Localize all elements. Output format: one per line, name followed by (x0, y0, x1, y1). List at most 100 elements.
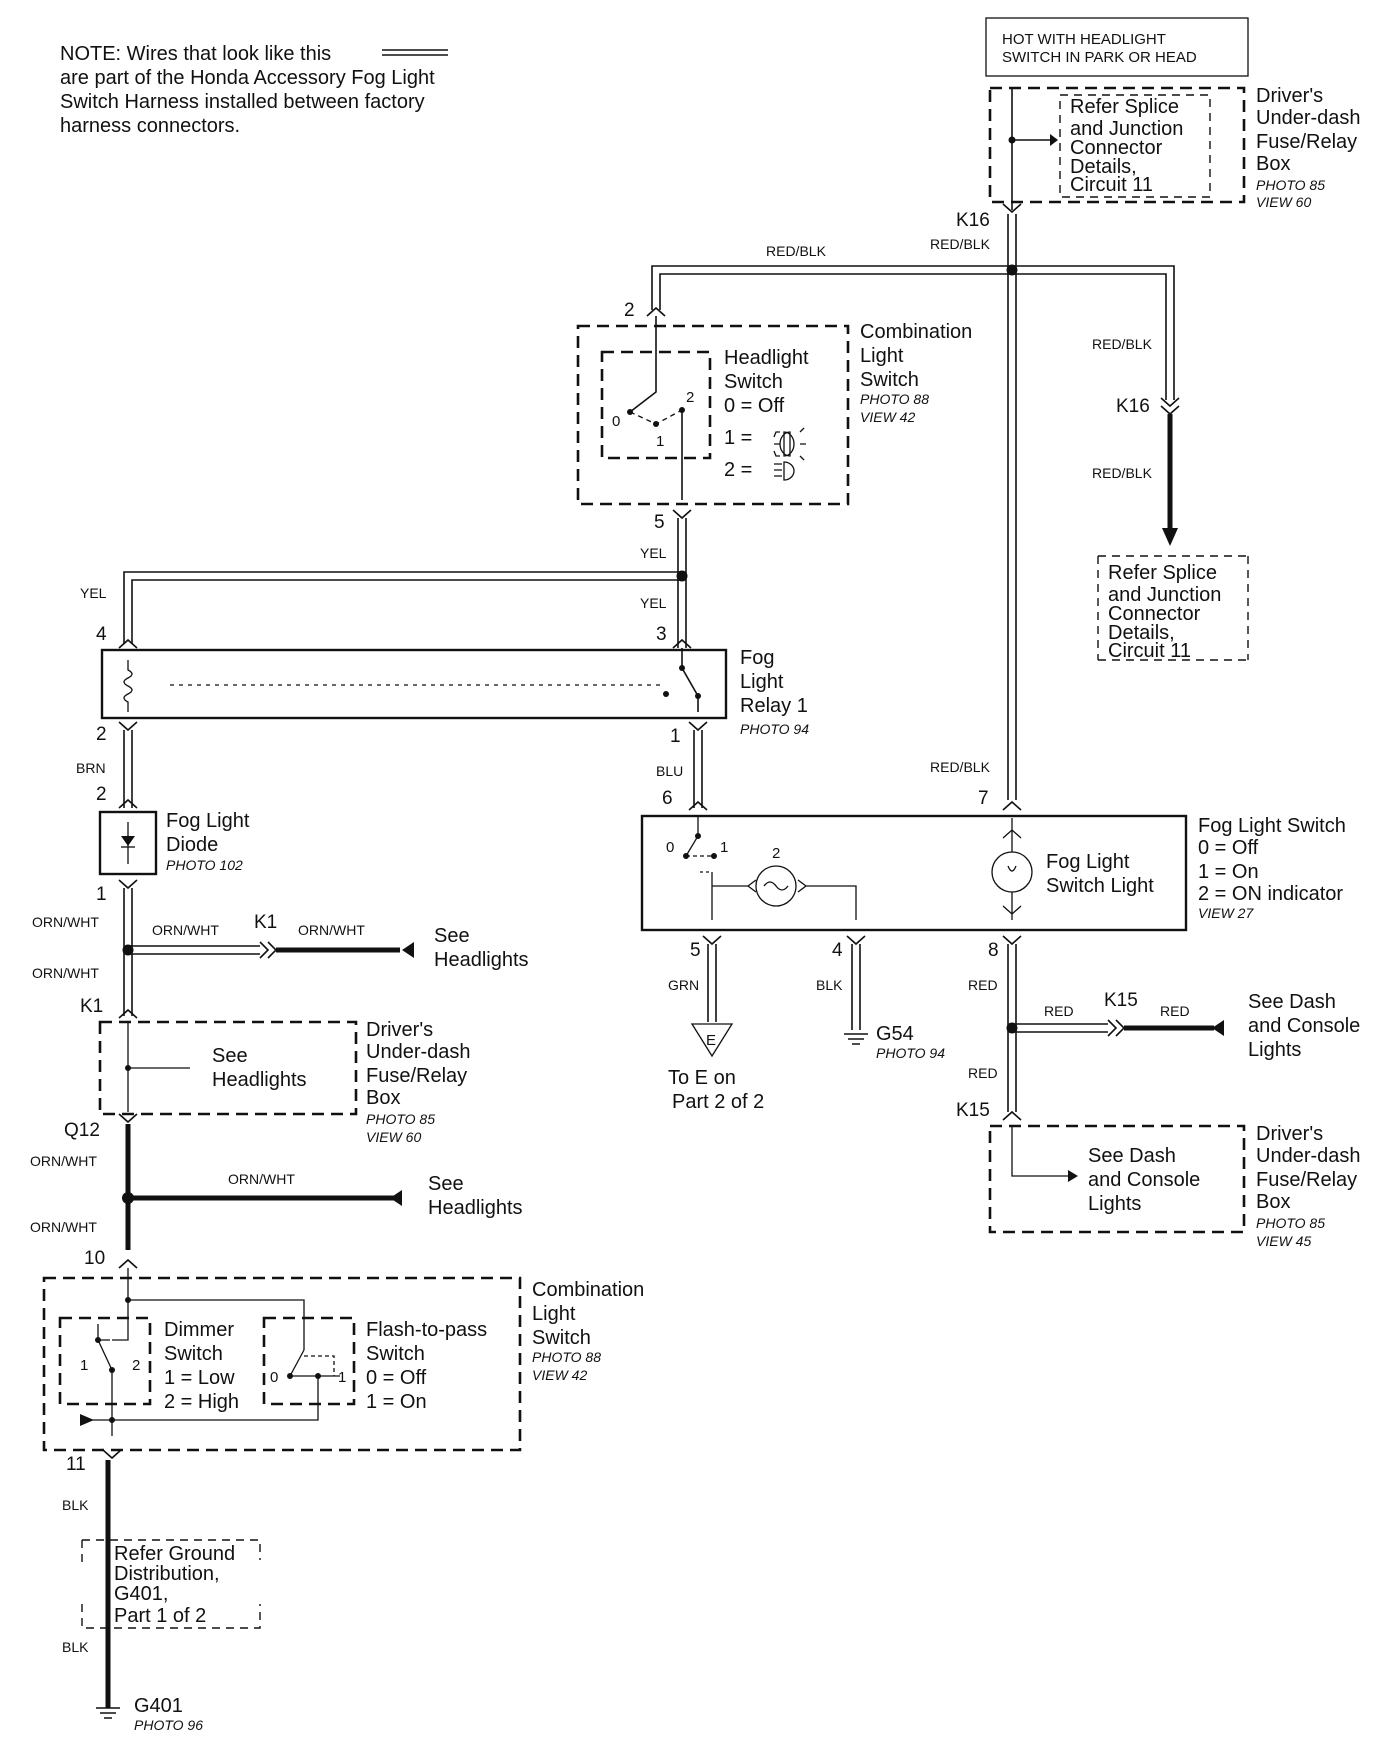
wires-red-text: RED (968, 977, 998, 993)
pins-cls-2-text: 2 (624, 300, 635, 321)
grn-to-e: 5 GRN E To E on Part 2 of 2 (668, 935, 764, 1113)
wires-blk-text: BLK (62, 1639, 89, 1655)
fuse-box-right-inner-2-text: Lights (1088, 1193, 1141, 1215)
combo-bottom-flash-1-text: Switch (366, 1343, 425, 1365)
pins-fls-6-text: 6 (662, 788, 673, 809)
hot-box: HOT WITH HEADLIGHT SWITCH IN PARK OR HEA… (985, 17, 1249, 77)
connectors-k16-top-text: K16 (956, 210, 990, 231)
combo-switch-label-0-text: Combination (860, 321, 972, 343)
connectors-k1-left-text: K1 (80, 996, 103, 1017)
combo-switch-label-1-text: Light (860, 345, 904, 367)
fuse-box-top-label-1-text: Under-dash (1256, 107, 1361, 129)
combo-bottom-dimmer-2-text: 1 = Low (164, 1367, 235, 1389)
connectors-k16-right-text: K16 (1116, 396, 1150, 417)
note-line-1: NOTE: Wires that look like this (60, 43, 331, 65)
note-line-4: harness connectors. (60, 115, 240, 137)
fog-switch-view-text: VIEW 27 (1198, 905, 1254, 921)
fuse-box-right-inner-0-text: See Dash (1088, 1145, 1176, 1167)
wires-orn-wht-text: ORN/WHT (30, 1219, 97, 1235)
pins-relay-3-text: 3 (656, 624, 667, 645)
right-ref-0-text: Refer Splice (1108, 562, 1217, 584)
fuse-box-top-photo-text: PHOTO 85 (1256, 177, 1325, 193)
fuse-box-top-view-text: VIEW 60 (1256, 194, 1311, 210)
wires-yel-text: YEL (640, 545, 667, 561)
note-line-3: Switch Harness installed between factory (60, 91, 425, 113)
ground-g401: BLK Refer Ground Distribution, G401, Par… (62, 1460, 261, 1733)
fuse-box-left: See Headlights Driver's Under-dash Fuse/… (64, 1019, 471, 1145)
ground-ref-2-text: G401, (114, 1583, 168, 1605)
fog-switch-pos-1-text: 1 (720, 839, 728, 856)
wires-brn-text: BRN (76, 760, 106, 776)
g54-name-text: G54 (876, 1023, 914, 1045)
ground-ref-3-text: Part 1 of 2 (114, 1605, 206, 1627)
fog-relay-photo-text: PHOTO 94 (740, 721, 809, 737)
fuse-box-left-inner-1-text: Headlights (212, 1069, 307, 1091)
see-dash-1-text: and Console (1248, 1015, 1360, 1037)
wires-orn-wht-text: ORN/WHT (32, 914, 99, 930)
fuse-box-left-label-0-text: Driver's (366, 1019, 433, 1041)
wires-red-blk-text: RED/BLK (1092, 465, 1153, 481)
red-blk-bus: K16 RED/BLK RED/BLK RED/BLK K16 RED/BLK (651, 88, 1180, 800)
pins-dim-10-text: 10 (84, 1248, 105, 1269)
wires-red-blk-text: RED/BLK (766, 243, 827, 259)
fog-switch-pos-0-text: 0 (666, 839, 674, 856)
fog-light-switch: 0 1 2 Fog Light Switch Light Fog Light S… (640, 814, 1346, 932)
ground-e-text-0-text: To E on (668, 1067, 736, 1089)
combo-switch-pos-0-text: 0 (612, 413, 620, 430)
see-headlights-0-text: See (428, 1173, 464, 1195)
combo-switch-pos-1-text: 1 (656, 433, 664, 450)
fuse-box-right-inner-1-text: and Console (1088, 1169, 1200, 1191)
fuse-box-top-ref-1-text: and Junction (1070, 118, 1183, 140)
fuse-box-top-label-3-text: Box (1256, 153, 1290, 175)
see-headlights-1-text: Headlights (428, 1197, 523, 1219)
connectors-k15-text: K15 (1104, 990, 1138, 1011)
combo-bottom-dim-pos-1-text: 2 (132, 1357, 140, 1374)
combo-bottom-flash-pos-1-text: 1 (338, 1369, 346, 1386)
wires-red-blk-text: RED/BLK (1092, 336, 1153, 352)
g54-ground: 4 BLK G54 PHOTO 94 (816, 935, 945, 1061)
fog-diode-label-1-text: Diode (166, 834, 218, 856)
combo-bottom-dimmer-0-text: Dimmer (164, 1319, 234, 1341)
wires-yel-text: YEL (640, 595, 667, 611)
combo-switch-headlight-0-text: Headlight (724, 347, 809, 369)
wires-red-text: RED (968, 1065, 998, 1081)
blu-wire: BLU 6 RED/BLK 7 (656, 730, 1022, 811)
pins-fls-5-text: 5 (690, 940, 701, 961)
right-ref-3-text: Details, (1108, 622, 1175, 644)
g401-photo-text: PHOTO 96 (134, 1717, 203, 1733)
wires-orn-wht-text: ORN/WHT (30, 1153, 97, 1169)
fuse-box-top: Refer Splice and Junction Connector Deta… (988, 85, 1361, 210)
pins-dim-11-text: 11 (66, 1454, 86, 1475)
fog-diode-label-0-text: Fog Light (166, 810, 250, 832)
see-headlights-1-text: Headlights (434, 949, 529, 971)
combination-switch-bottom: 1 2 0 1 Dimmer Switch 1 = Low 2 = High F… (42, 1268, 644, 1475)
combo-switch-headlight-4-text: 2 = (724, 459, 752, 481)
combination-switch-top: 2 0 1 2 Headlight Switch 0 = Off 1 = 2 =… (576, 300, 972, 533)
fog-relay-label-2-text: Relay 1 (740, 695, 808, 717)
fuse-box-left-view-text: VIEW 60 (366, 1129, 421, 1145)
fog-diode-photo-text: PHOTO 102 (166, 857, 243, 873)
yel-wires: YEL YEL YEL (80, 518, 688, 648)
fuse-box-left-label-1-text: Under-dash (366, 1041, 471, 1063)
ground-e-text-1-text: Part 2 of 2 (672, 1091, 764, 1113)
combo-bottom-photo-text: PHOTO 88 (532, 1349, 601, 1365)
parking-light-icon (773, 427, 806, 461)
fuse-box-top-ref-0-text: Refer Splice (1070, 96, 1179, 118)
fog-light-diode: BRN 2 Fog Light Diode PHOTO 102 1 (76, 730, 250, 905)
connectors-k15-bottom-text: K15 (956, 1100, 990, 1121)
combo-bottom-view-text: VIEW 42 (532, 1367, 587, 1383)
orn-wht-wires: ORN/WHT ORN/WHT K1 ORN/WHT See Headlight… (32, 888, 529, 1019)
combo-bottom-flash-pos-0-text: 0 (270, 1369, 278, 1386)
fuse-box-left-label-2-text: Fuse/Relay (366, 1065, 467, 1087)
wires-blk-text: BLK (62, 1497, 89, 1513)
wires-orn-wht-text: ORN/WHT (228, 1171, 295, 1187)
ground-e-letter-text: E (706, 1032, 716, 1049)
fuse-box-top-ref-2-text: Connector (1070, 137, 1163, 159)
combo-switch-headlight-1-text: Switch (724, 371, 783, 393)
connector-e-icon (690, 1023, 734, 1058)
see-dash-2-text: Lights (1248, 1039, 1301, 1061)
wires-blu-text: BLU (656, 763, 683, 779)
pins-fls-7-text: 7 (978, 788, 989, 809)
combo-bottom-flash-0-text: Flash-to-pass (366, 1319, 487, 1341)
